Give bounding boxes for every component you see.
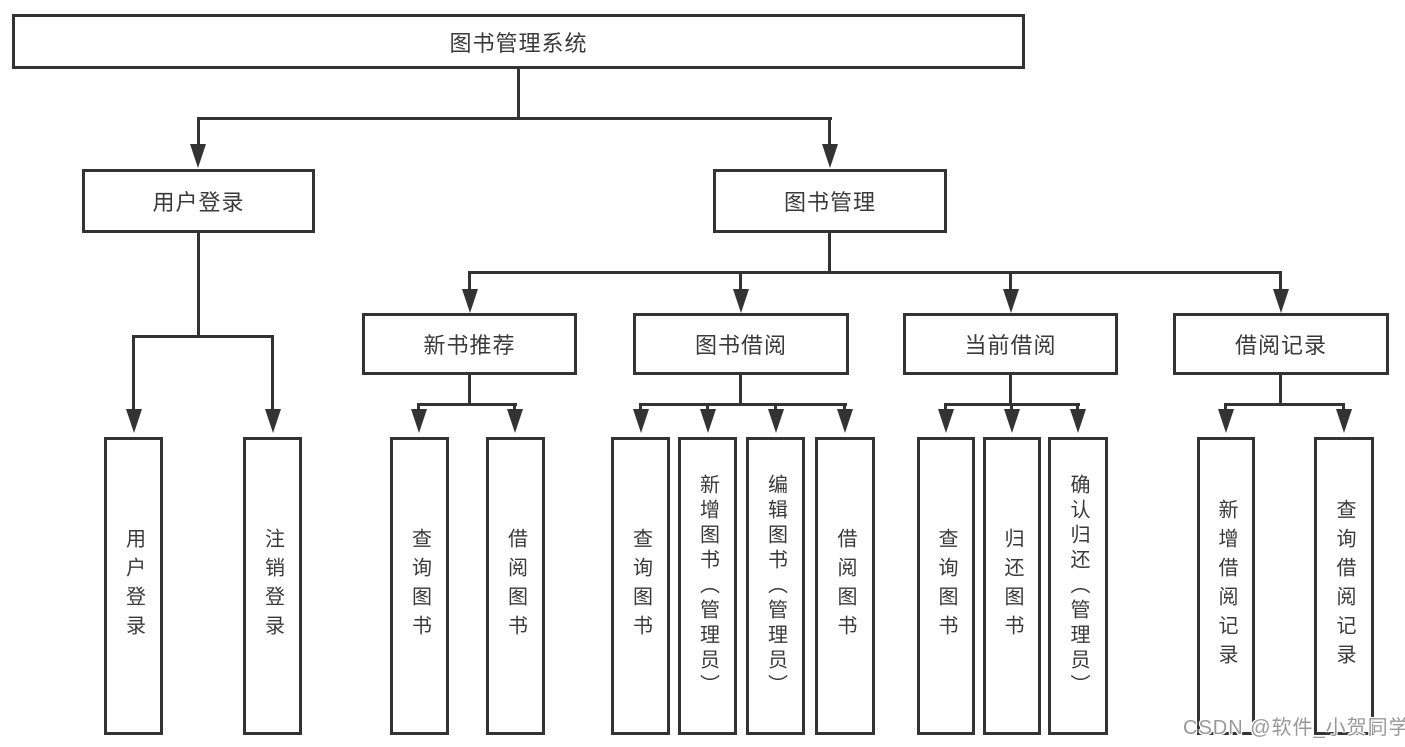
connector-drop-cur-return bbox=[1010, 403, 1013, 411]
arrowhead-cur-confirm bbox=[1070, 409, 1086, 433]
connector-drop-bor-add bbox=[706, 403, 709, 411]
node-cur-confirm-return-admin-label: 确认归还（管理员） bbox=[1067, 473, 1089, 699]
connector-drop-login bbox=[197, 117, 200, 145]
connector-drop-log-add bbox=[1224, 403, 1227, 411]
arrowhead-cur-query bbox=[938, 409, 954, 433]
connector-drop-recommend bbox=[468, 271, 471, 291]
node-rec-query-book: 查询图书 bbox=[390, 437, 449, 735]
node-login-logout: 注销登录 bbox=[243, 437, 302, 735]
node-login-user: 用户登录 bbox=[104, 437, 163, 735]
connector-recommend-branch bbox=[417, 403, 517, 406]
arrowhead-records bbox=[1273, 289, 1289, 313]
connector-drop-log-query bbox=[1342, 403, 1345, 411]
connector-drop-bor-query bbox=[639, 403, 642, 411]
node-book-mgmt-label: 图书管理 bbox=[783, 190, 876, 215]
node-current-borrow: 当前借阅 bbox=[903, 313, 1118, 375]
node-current-borrow-label: 当前借阅 bbox=[964, 333, 1057, 358]
node-user-login-label: 用户登录 bbox=[152, 190, 245, 215]
connector-drop-rec-borrow bbox=[513, 403, 516, 411]
connector-borrow-branch bbox=[639, 403, 847, 406]
connector-drop-cur-query bbox=[944, 403, 947, 411]
connector-mgmt-stem bbox=[828, 233, 831, 274]
connector-drop-mgmt bbox=[828, 117, 831, 145]
node-borrow-records: 借阅记录 bbox=[1173, 313, 1389, 375]
csdn-watermark: CSDN @软件_小贺同学 bbox=[1183, 717, 1405, 739]
node-log-query-record: 查询借阅记录 bbox=[1314, 437, 1374, 735]
node-cur-query-book: 查询图书 bbox=[917, 437, 975, 735]
arrowhead-login-logout bbox=[265, 409, 281, 433]
node-cur-confirm-return-admin: 确认归还（管理员） bbox=[1048, 437, 1108, 735]
connector-drop-cur-confirm bbox=[1076, 403, 1079, 411]
connector-root-stem bbox=[517, 68, 520, 119]
connector-records-branch bbox=[1224, 403, 1345, 406]
arrowhead-bor-query bbox=[633, 409, 649, 433]
connector-login-stem bbox=[197, 233, 200, 338]
node-cur-return-book: 归还图书 bbox=[983, 437, 1041, 735]
node-book-borrow: 图书借阅 bbox=[633, 313, 849, 375]
connector-drop-current bbox=[1009, 271, 1012, 291]
connector-drop-bor-edit bbox=[774, 403, 777, 411]
connector-login-branch bbox=[132, 335, 274, 338]
node-root: 图书管理系统 bbox=[12, 14, 1025, 69]
node-log-add-record-label: 新增借阅记录 bbox=[1215, 499, 1237, 673]
node-rec-borrow-book: 借阅图书 bbox=[486, 437, 545, 735]
node-book-mgmt: 图书管理 bbox=[713, 169, 947, 233]
node-log-add-record: 新增借阅记录 bbox=[1197, 437, 1255, 735]
arrowhead-current bbox=[1003, 289, 1019, 313]
arrowhead-log-query bbox=[1336, 409, 1352, 433]
connector-drop-login-user bbox=[132, 335, 135, 411]
arrowhead-bor-lend bbox=[837, 409, 853, 433]
node-login-logout-label: 注销登录 bbox=[261, 528, 284, 644]
node-bor-lend-book: 借阅图书 bbox=[815, 437, 875, 735]
arrowhead-login-user bbox=[126, 409, 142, 433]
node-bor-add-book-admin-label: 新增图书（管理员） bbox=[696, 473, 719, 699]
connector-drop-bor-lend bbox=[843, 403, 846, 411]
node-login-user-label: 用户登录 bbox=[122, 528, 145, 644]
node-bor-edit-book-admin-label: 编辑图书（管理员） bbox=[764, 473, 787, 699]
arrowhead-borrow bbox=[733, 289, 749, 313]
arrowhead-rec-borrow bbox=[507, 409, 523, 433]
node-cur-return-book-label: 归还图书 bbox=[1001, 528, 1023, 644]
arrowhead-cur-return bbox=[1004, 409, 1020, 433]
arrowhead-bor-add bbox=[700, 409, 716, 433]
arrowhead-bor-edit bbox=[768, 409, 784, 433]
arrowhead-login bbox=[190, 144, 206, 168]
node-bor-edit-book-admin: 编辑图书（管理员） bbox=[746, 437, 805, 735]
node-log-query-record-label: 查询借阅记录 bbox=[1333, 499, 1355, 673]
node-new-book-recommend: 新书推荐 bbox=[362, 313, 577, 375]
connector-drop-borrow bbox=[739, 271, 742, 291]
node-borrow-records-label: 借阅记录 bbox=[1234, 333, 1327, 358]
arrowhead-rec-query bbox=[411, 409, 427, 433]
arrowhead-mgmt bbox=[822, 144, 838, 168]
node-root-label: 图书管理系统 bbox=[449, 30, 588, 56]
node-book-borrow-label: 图书借阅 bbox=[694, 333, 787, 358]
node-bor-query-book-label: 查询图书 bbox=[629, 528, 652, 644]
connector-drop-login-logout bbox=[271, 335, 274, 411]
node-bor-lend-book-label: 借阅图书 bbox=[834, 528, 856, 644]
node-rec-query-book-label: 查询图书 bbox=[408, 528, 431, 644]
node-bor-query-book: 查询图书 bbox=[611, 437, 670, 735]
connector-current-stem bbox=[1009, 375, 1012, 406]
connector-mgmt-branch bbox=[468, 271, 1282, 274]
connector-borrow-stem bbox=[739, 375, 742, 406]
connector-records-stem bbox=[1279, 375, 1282, 406]
arrowhead-recommend bbox=[462, 289, 478, 313]
node-rec-borrow-book-label: 借阅图书 bbox=[504, 528, 527, 644]
connector-recommend-stem bbox=[468, 375, 471, 406]
connector-drop-rec-query bbox=[417, 403, 420, 411]
node-new-book-recommend-label: 新书推荐 bbox=[423, 333, 516, 358]
connector-root-branch bbox=[197, 117, 832, 120]
connector-drop-records bbox=[1279, 271, 1282, 291]
node-cur-query-book-label: 查询图书 bbox=[935, 528, 957, 644]
node-bor-add-book-admin: 新增图书（管理员） bbox=[678, 437, 737, 735]
arrowhead-log-add bbox=[1218, 409, 1234, 433]
node-user-login: 用户登录 bbox=[82, 169, 315, 233]
